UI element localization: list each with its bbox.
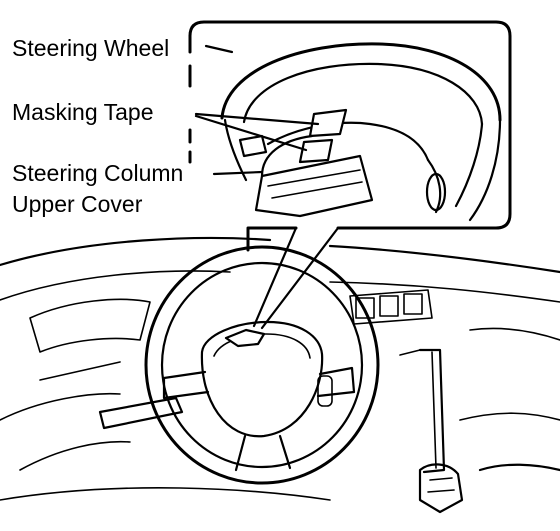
- callout-box: [188, 20, 512, 252]
- steering-column-label: Steering Column: [12, 160, 184, 186]
- upper-cover-label: Upper Cover: [12, 191, 143, 217]
- dashboard: [0, 236, 560, 514]
- masking-tape-label: Masking Tape: [12, 99, 154, 125]
- steering-wheel-label: Steering Wheel: [12, 35, 170, 61]
- lower-steering-wheel: [144, 245, 380, 485]
- callout-pointer: [252, 226, 340, 330]
